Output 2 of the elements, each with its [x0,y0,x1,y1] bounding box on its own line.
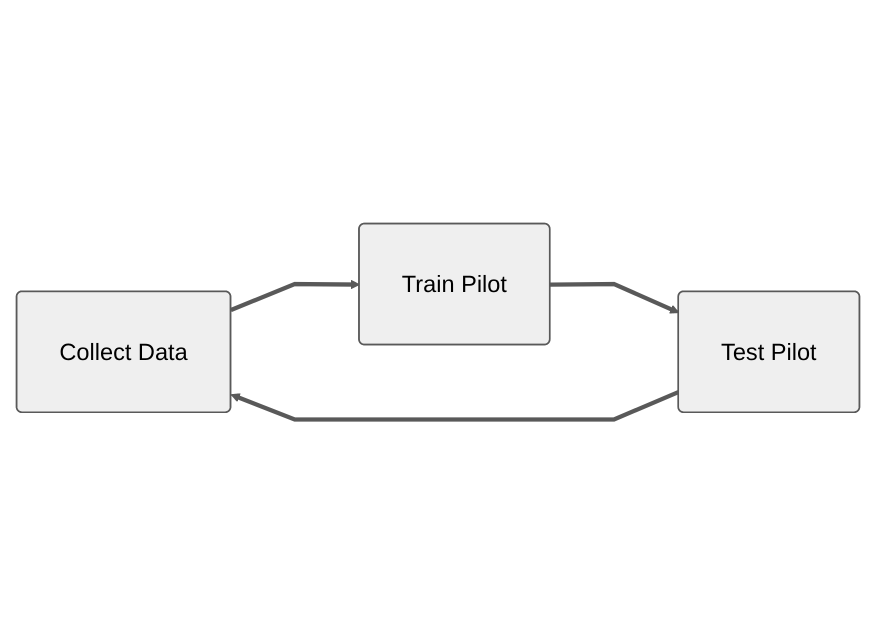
arrow [550,282,679,314]
arrow [230,280,360,312]
